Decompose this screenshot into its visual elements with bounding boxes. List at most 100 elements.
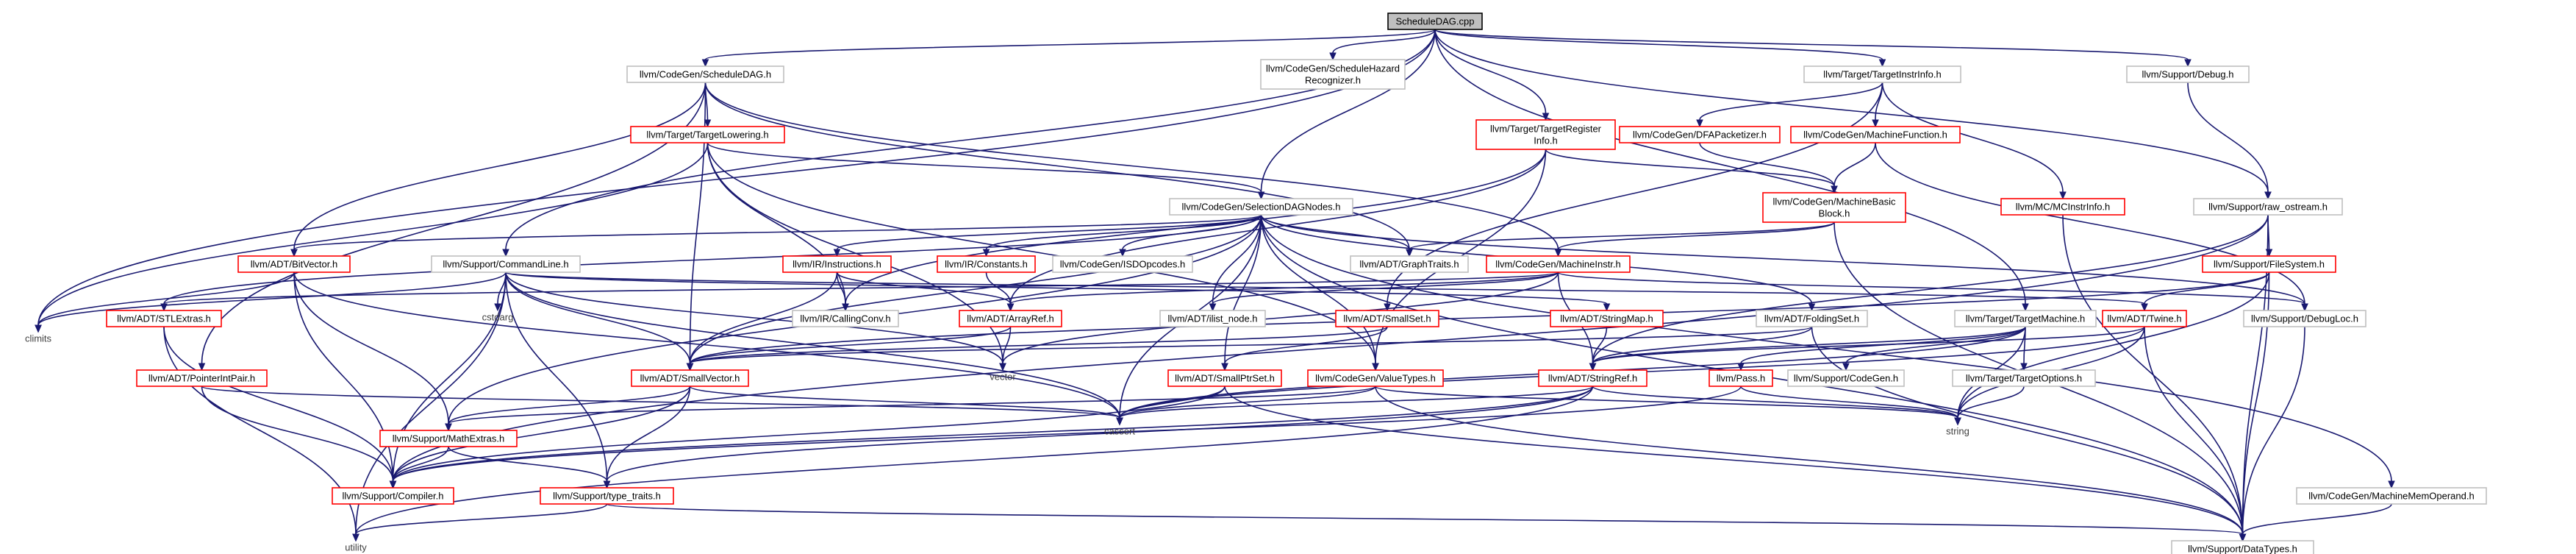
edge-adt-twine-h-to-adt-stringref-h [1589,326,2145,372]
edge-support-type-traits-h-to-utility [352,503,608,542]
node-adt-stlextras-h[interactable]: llvm/ADT/STLExtras.h [106,310,222,327]
node-adt-bitvector-h[interactable]: llvm/ADT/BitVector.h [237,255,351,273]
node-mc-mcinstrinfo-h[interactable]: llvm/MC/MCInstrInfo.h [2000,198,2125,216]
node-scheduledag-cpp[interactable]: ScheduleDAG.cpp [1387,13,1483,30]
node-ir-instructions-h[interactable]: llvm/IR/Instructions.h [782,255,892,273]
node-label: llvm/Support/Compiler.h [343,491,444,502]
edge-layer [35,29,2395,542]
node-adt-twine-h[interactable]: llvm/ADT/Twine.h [2102,310,2187,327]
node-box [2000,198,2125,216]
node-codegen-isdopcodes-h[interactable]: llvm/CodeGen/ISDOpcodes.h [1052,255,1193,273]
node-ir-constants-h[interactable]: llvm/IR/Constants.h [937,255,1036,273]
node-adt-ilist-node-h[interactable]: llvm/ADT/ilist_node.h [1159,310,1266,327]
node-codegen-selectiondagnodes-h[interactable]: llvm/CodeGen/SelectionDAGNodes.h [1169,198,1353,216]
edge-support-commandline-h-to-adt-stringmap-h [505,271,1611,312]
node-support-datatypes-h[interactable]: llvm/Support/DataTypes.h [2171,540,2314,554]
node-box [1169,198,1353,216]
edge-support-commandline-h-to-support-compiler-h [389,271,507,489]
node-pass-h[interactable]: llvm/Pass.h [1709,369,1773,387]
node-adt-smallptrset-h[interactable]: llvm/ADT/SmallPtrSet.h [1167,369,1282,387]
node-box [1756,310,1868,327]
edge-support-commandline-h-to-climits [35,271,507,333]
node-box [1350,255,1469,273]
node-box [2102,310,2187,327]
node-target-targetlowering-h[interactable]: llvm/Target/TargetLowering.h [630,126,785,143]
node-box [1790,126,1961,143]
node-label: llvm/Support/CommandLine.h [443,259,568,270]
node-target-targetinstrinfo-h[interactable]: llvm/Target/TargetInstrInfo.h [1803,65,1961,83]
edge-adt-smallset-h-to-adt-smallptrset-h [1221,326,1388,372]
node-label: llvm/CodeGen/MachineBasic [1773,196,1896,207]
edge-adt-foldingset-h-to-support-datatypes-h [1811,326,2247,542]
edge-adt-smallvector-h-to-support-mathextras-h [445,386,691,432]
node-label: string [1946,426,1969,437]
node-support-mathextras-h[interactable]: llvm/Support/MathExtras.h [379,430,518,447]
edge-codegen-machineinstr-h-to-support-debugloc-h [1557,271,2308,312]
node-box [2126,65,2250,83]
node-label: llvm/Support/FileSystem.h [2214,259,2325,270]
node-codegen-dfapacketizer-h[interactable]: llvm/CodeGen/DFAPacketizer.h [1619,126,1781,143]
node-codegen-scheduledag-h[interactable]: llvm/CodeGen/ScheduleDAG.h [626,65,784,83]
node-support-debugloc-h[interactable]: llvm/Support/DebugLoc.h [2243,310,2366,327]
node-support-codegen-h[interactable]: llvm/Support/CodeGen.h [1787,369,1905,387]
node-label: llvm/MC/MCInstrInfo.h [2016,202,2111,213]
node-codegen-valuetypes-h[interactable]: llvm/CodeGen/ValueTypes.h [1307,369,1444,387]
edge-support-filesystem-h-to-adt-smallvector-h [686,271,2270,372]
node-adt-stringref-h[interactable]: llvm/ADT/StringRef.h [1538,369,1647,387]
node-adt-graphtraits-h[interactable]: llvm/ADT/GraphTraits.h [1350,255,1469,273]
node-adt-pointerintpair-h[interactable]: llvm/ADT/PointerIntPair.h [136,369,268,387]
node-target-targetoptions-h[interactable]: llvm/Target/TargetOptions.h [1952,369,2096,387]
edge-ir-constants-h-to-adt-arrayref-h [985,271,1015,312]
node-adt-foldingset-h[interactable]: llvm/ADT/FoldingSet.h [1756,310,1868,327]
node-box [1550,310,1664,327]
edge-codegen-machinefunction-h-to-codegen-machinebasicblock-h [1831,142,1876,194]
node-label: llvm/IR/CallingConv.h [800,313,890,324]
node-label: climits [25,333,52,344]
edge-codegen-scheduledag-h-to-adt-smallvector-h [686,82,706,372]
node-box [1538,369,1647,387]
node-codegen-machinefunction-h[interactable]: llvm/CodeGen/MachineFunction.h [1790,126,1961,143]
node-adt-stringmap-h[interactable]: llvm/ADT/StringMap.h [1550,310,1664,327]
edge-codegen-selectiondagnodes-h-to-ir-constants-h [982,214,1262,258]
node-codegen-machineinstr-h[interactable]: llvm/CodeGen/MachineInstr.h [1486,255,1631,273]
node-label: llvm/Target/TargetInstrInfo.h [1823,69,1941,80]
node-support-compiler-h[interactable]: llvm/Support/Compiler.h [332,487,454,505]
node-layer: ScheduleDAG.cpp climits llvm/CodeGen/Sched… [25,13,2487,554]
node-label: llvm/CodeGen/MachineFunction.h [1803,129,1947,141]
node-vector: vector [990,372,1016,383]
node-adt-smallvector-h[interactable]: llvm/ADT/SmallVector.h [631,369,749,387]
node-target-targetmachine-h[interactable]: llvm/Target/TargetMachine.h [1954,310,2097,327]
node-box [106,310,222,327]
node-label: llvm/Support/raw_ostream.h [2208,202,2328,213]
node-box [1260,59,1406,90]
edge-codegen-selectiondagnodes-h-to-codegen-machinememoperand-h [1260,214,2395,489]
node-box [2296,487,2487,505]
node-box [631,369,749,387]
node-support-raw-ostream-h[interactable]: llvm/Support/raw_ostream.h [2193,198,2343,216]
edge-adt-stringref-h-to-cassert [1116,386,1594,426]
node-label: utility [345,542,367,553]
node-box [2243,310,2366,327]
node-box [379,430,518,447]
node-label: llvm/CodeGen/ISDOpcodes.h [1060,259,1186,270]
node-support-debug-h[interactable]: llvm/Support/Debug.h [2126,65,2250,83]
node-adt-arrayref-h[interactable]: llvm/ADT/ArrayRef.h [959,310,1062,327]
node-support-type-traits-h[interactable]: llvm/Support/type_traits.h [540,487,674,505]
node-label: llvm/ADT/GraphTraits.h [1359,259,1459,270]
edge-adt-pointerintpair-h-to-support-compiler-h [201,386,397,489]
edge-adt-foldingset-h-to-adt-smallvector-h [686,326,1813,372]
node-label: llvm/Support/Debug.h [2142,69,2233,80]
node-label: llvm/Support/MathExtras.h [393,433,504,444]
node-label: llvm/Target/TargetLowering.h [646,129,768,141]
node-support-commandline-h[interactable]: llvm/Support/CommandLine.h [431,255,581,273]
node-label: Recognizer.h [1305,75,1361,86]
node-support-filesystem-h[interactable]: llvm/Support/FileSystem.h [2202,255,2336,273]
node-adt-smallset-h[interactable]: llvm/ADT/SmallSet.h [1335,310,1439,327]
node-codegen-machinememoperand-h[interactable]: llvm/CodeGen/MachineMemOperand.h [2296,487,2487,505]
node-ir-callingconv-h[interactable]: llvm/IR/CallingConv.h [792,310,899,327]
node-box [1803,65,1961,83]
